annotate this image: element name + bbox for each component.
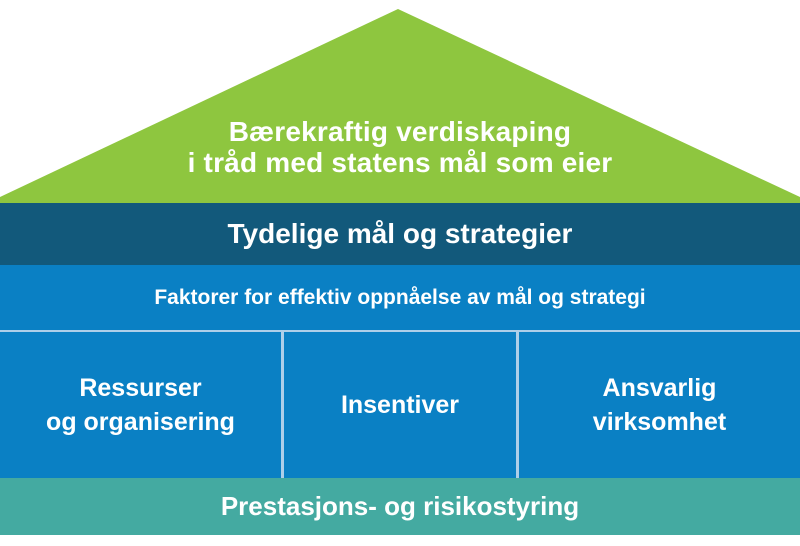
column-resources-organisation-label: Ressurser og organisering <box>46 374 235 436</box>
column-responsible-business: Ansvarlig virksomhet <box>519 332 800 478</box>
band-goals-strategies-label: Tydelige mål og strategier <box>227 218 573 249</box>
band-factors: Faktorer for effektiv oppnåelse av mål o… <box>0 265 800 330</box>
factor-columns-row: Ressurser og organisering Insentiver Ans… <box>0 330 800 478</box>
roof-title: Bærekraftig verdiskaping i tråd med stat… <box>187 116 613 178</box>
band-performance-risk-label: Prestasjons- og risikostyring <box>220 491 580 521</box>
band-goals-strategies: Tydelige mål og strategier <box>0 203 800 265</box>
column-incentives: Insentiver <box>284 332 516 478</box>
band-performance-risk: Prestasjons- og risikostyring <box>0 478 800 535</box>
band-factors-label: Faktorer for effektiv oppnåelse av mål o… <box>154 285 646 309</box>
column-resources-organisation: Ressurser og organisering <box>0 332 281 478</box>
column-responsible-business-label: Ansvarlig virksomhet <box>592 374 727 436</box>
column-incentives-label: Insentiver <box>340 391 460 419</box>
